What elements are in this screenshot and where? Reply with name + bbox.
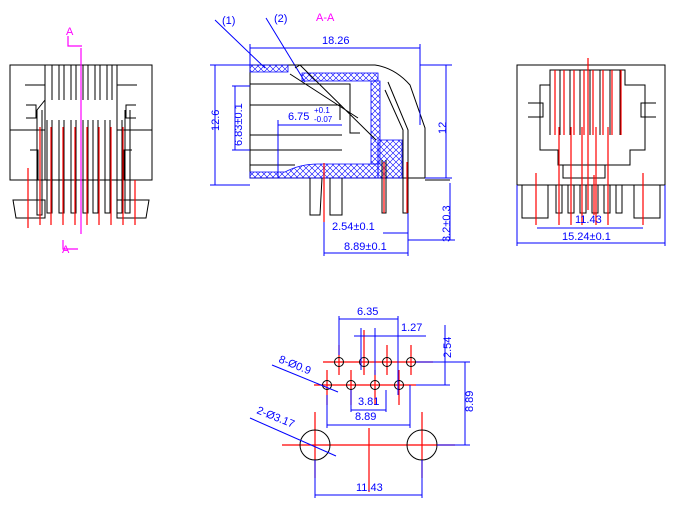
dim-body-height: 12 <box>437 122 449 134</box>
pin-hole <box>394 380 404 390</box>
dim-pin-length: 3.2±0.3 <box>441 205 453 242</box>
callout-2: (2) <box>274 13 287 25</box>
section-marker-bottom: A <box>62 244 70 256</box>
dim-height-total: 12.6 <box>210 110 222 131</box>
callout-1: (1) <box>222 15 235 27</box>
dim-8-89-vertical: 8.89 <box>464 391 476 412</box>
dim-1-27: 1.27 <box>401 322 422 334</box>
pin-hole <box>334 357 344 367</box>
pin-hole <box>406 357 416 367</box>
front-view: A A <box>9 26 153 256</box>
dim-opening-height: 6.83±0.1 <box>233 103 245 146</box>
rear-view: 11.43 15.24±0.1 <box>516 58 666 246</box>
section-view: A-A (1) (2) 18.26 12.6 6.83±0.1 6.75 +0.… <box>210 12 455 256</box>
pin-hole <box>346 380 356 390</box>
pin-hole <box>382 357 392 367</box>
dim-opening-depth: 6.75 <box>288 111 309 123</box>
post-hole-callout: 2-Ø3.17 <box>255 405 296 431</box>
pin-hole <box>322 380 332 390</box>
section-label: A-A <box>316 12 335 24</box>
dim-length: 18.26 <box>322 35 350 47</box>
pin-hole <box>359 357 369 367</box>
dim-pin-span: 8.89±0.1 <box>344 241 387 253</box>
pcb-footprint: 6.35 1.27 2.54 8.89 3.81 8.89 11.43 8-Ø0… <box>249 306 476 498</box>
pin-hole <box>370 380 380 390</box>
dim-8-89-horizontal: 8.89 <box>355 411 376 423</box>
svg-text:+0.1: +0.1 <box>314 106 330 115</box>
dim-2-54: 2.54 <box>442 337 454 358</box>
front-centerlines <box>27 127 136 228</box>
dim-post-spacing: 11.43 <box>575 214 602 226</box>
section-marker-top: A <box>66 26 74 38</box>
svg-text:-0.07: -0.07 <box>314 115 333 124</box>
dim-11-43: 11.43 <box>356 482 383 494</box>
dim-pin-pitch: 2.54±0.1 <box>332 221 375 233</box>
dim-width: 15.24±0.1 <box>562 231 611 243</box>
dim-3-81: 3.81 <box>358 396 379 408</box>
dim-6-35: 6.35 <box>357 306 378 318</box>
front-contacts <box>46 65 131 214</box>
